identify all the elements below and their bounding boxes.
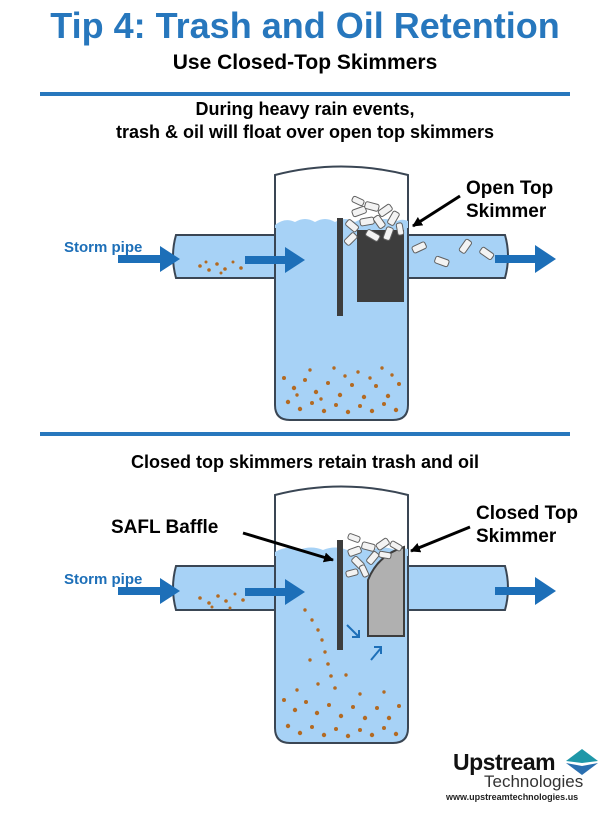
skimmer-label-line-1: Open Top: [466, 178, 553, 199]
flow-arrows: [118, 577, 556, 605]
internal-flow-arrow: [245, 579, 305, 605]
logo-subname: Technologies: [484, 772, 584, 791]
open-top-skimmer-diagram: Storm pipe Open Top Skimmer: [64, 165, 556, 421]
open-top-skimmer: [357, 230, 404, 302]
skimmer-label-line-2: Skimmer: [466, 201, 547, 222]
skimmer-pointer: [412, 194, 461, 228]
skimmer-pointer: [410, 525, 471, 553]
skimmer-label-line-2: Skimmer: [476, 526, 557, 547]
baffle: [337, 218, 343, 316]
logo-mark-icon: [566, 749, 598, 775]
inlet-label: Storm pipe: [64, 239, 142, 256]
top-caption-line-2: trash & oil will float over open top ski…: [115, 122, 495, 142]
sediment: [198, 592, 401, 739]
closed-top-skimmer-diagram: Storm pipe SAFL Baffle Closed Top Skimme…: [64, 485, 578, 744]
divider-top: [40, 92, 570, 96]
inlet-flow-arrow: [118, 246, 180, 272]
inlet-flow-arrow: [118, 578, 180, 604]
skimmer-label-line-1: Closed Top: [476, 503, 578, 524]
bottom-caption: Closed top skimmers retain trash and oil: [130, 452, 480, 472]
safl-baffle: [337, 540, 343, 650]
trapped-trash: [345, 533, 403, 578]
company-logo: Upstream Technologies www.upstreamtechno…: [440, 745, 605, 805]
outlet-flow-arrow: [495, 245, 556, 273]
baffle-pointer: [242, 531, 334, 563]
inlet-label: Storm pipe: [64, 571, 142, 588]
top-caption-line-1: During heavy rain events,: [195, 99, 415, 119]
logo-url: www.upstreamtechnologies.us: [446, 792, 579, 802]
page-title: Tip 4: Trash and Oil Retention: [50, 5, 560, 46]
flow-arrows: [118, 245, 556, 273]
under-baffle-flow: [346, 624, 382, 661]
internal-flow-arrow: [245, 247, 305, 273]
divider-bottom: [40, 432, 570, 436]
floating-trash: [343, 195, 495, 268]
logo-name: Upstream: [453, 749, 556, 775]
outlet-flow-arrow: [495, 577, 556, 605]
sediment: [198, 260, 401, 415]
baffle-label: SAFL Baffle: [111, 517, 218, 538]
page-subtitle: Use Closed-Top Skimmers: [172, 51, 438, 74]
